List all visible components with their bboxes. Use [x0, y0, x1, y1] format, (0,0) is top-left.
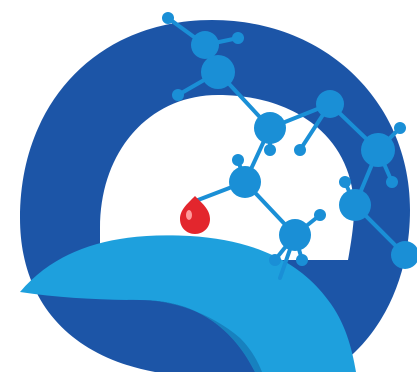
- molecule-atom: [316, 90, 344, 118]
- molecule-atom: [294, 144, 306, 156]
- molecule-atom: [339, 176, 351, 188]
- molecule-atom: [296, 254, 308, 266]
- molecule-atom: [386, 176, 398, 188]
- molecule-atom: [339, 189, 371, 221]
- red-droplet-icon: [180, 196, 210, 234]
- molecule-atom: [191, 31, 219, 59]
- molecule-atom: [229, 166, 261, 198]
- molecule-atom: [314, 209, 326, 221]
- molecule-atom: [201, 55, 235, 89]
- molecule-atom: [162, 12, 174, 24]
- ground-mound-icon: [20, 235, 356, 372]
- molecule-atom: [254, 112, 286, 144]
- molecule-atom: [232, 32, 244, 44]
- ground-shadow-icon: [140, 300, 262, 372]
- molecule-structure-icon: [162, 12, 417, 280]
- molecule-atom: [394, 122, 406, 134]
- molecule-atom: [232, 154, 244, 166]
- molecule-atom: [269, 254, 281, 266]
- molecule-atom: [391, 241, 417, 269]
- molecule-atom: [172, 89, 184, 101]
- molecule-atom: [264, 144, 276, 156]
- molecule-atoms: [162, 12, 417, 269]
- molecule-atom: [279, 219, 311, 251]
- molecule-atom: [361, 133, 395, 167]
